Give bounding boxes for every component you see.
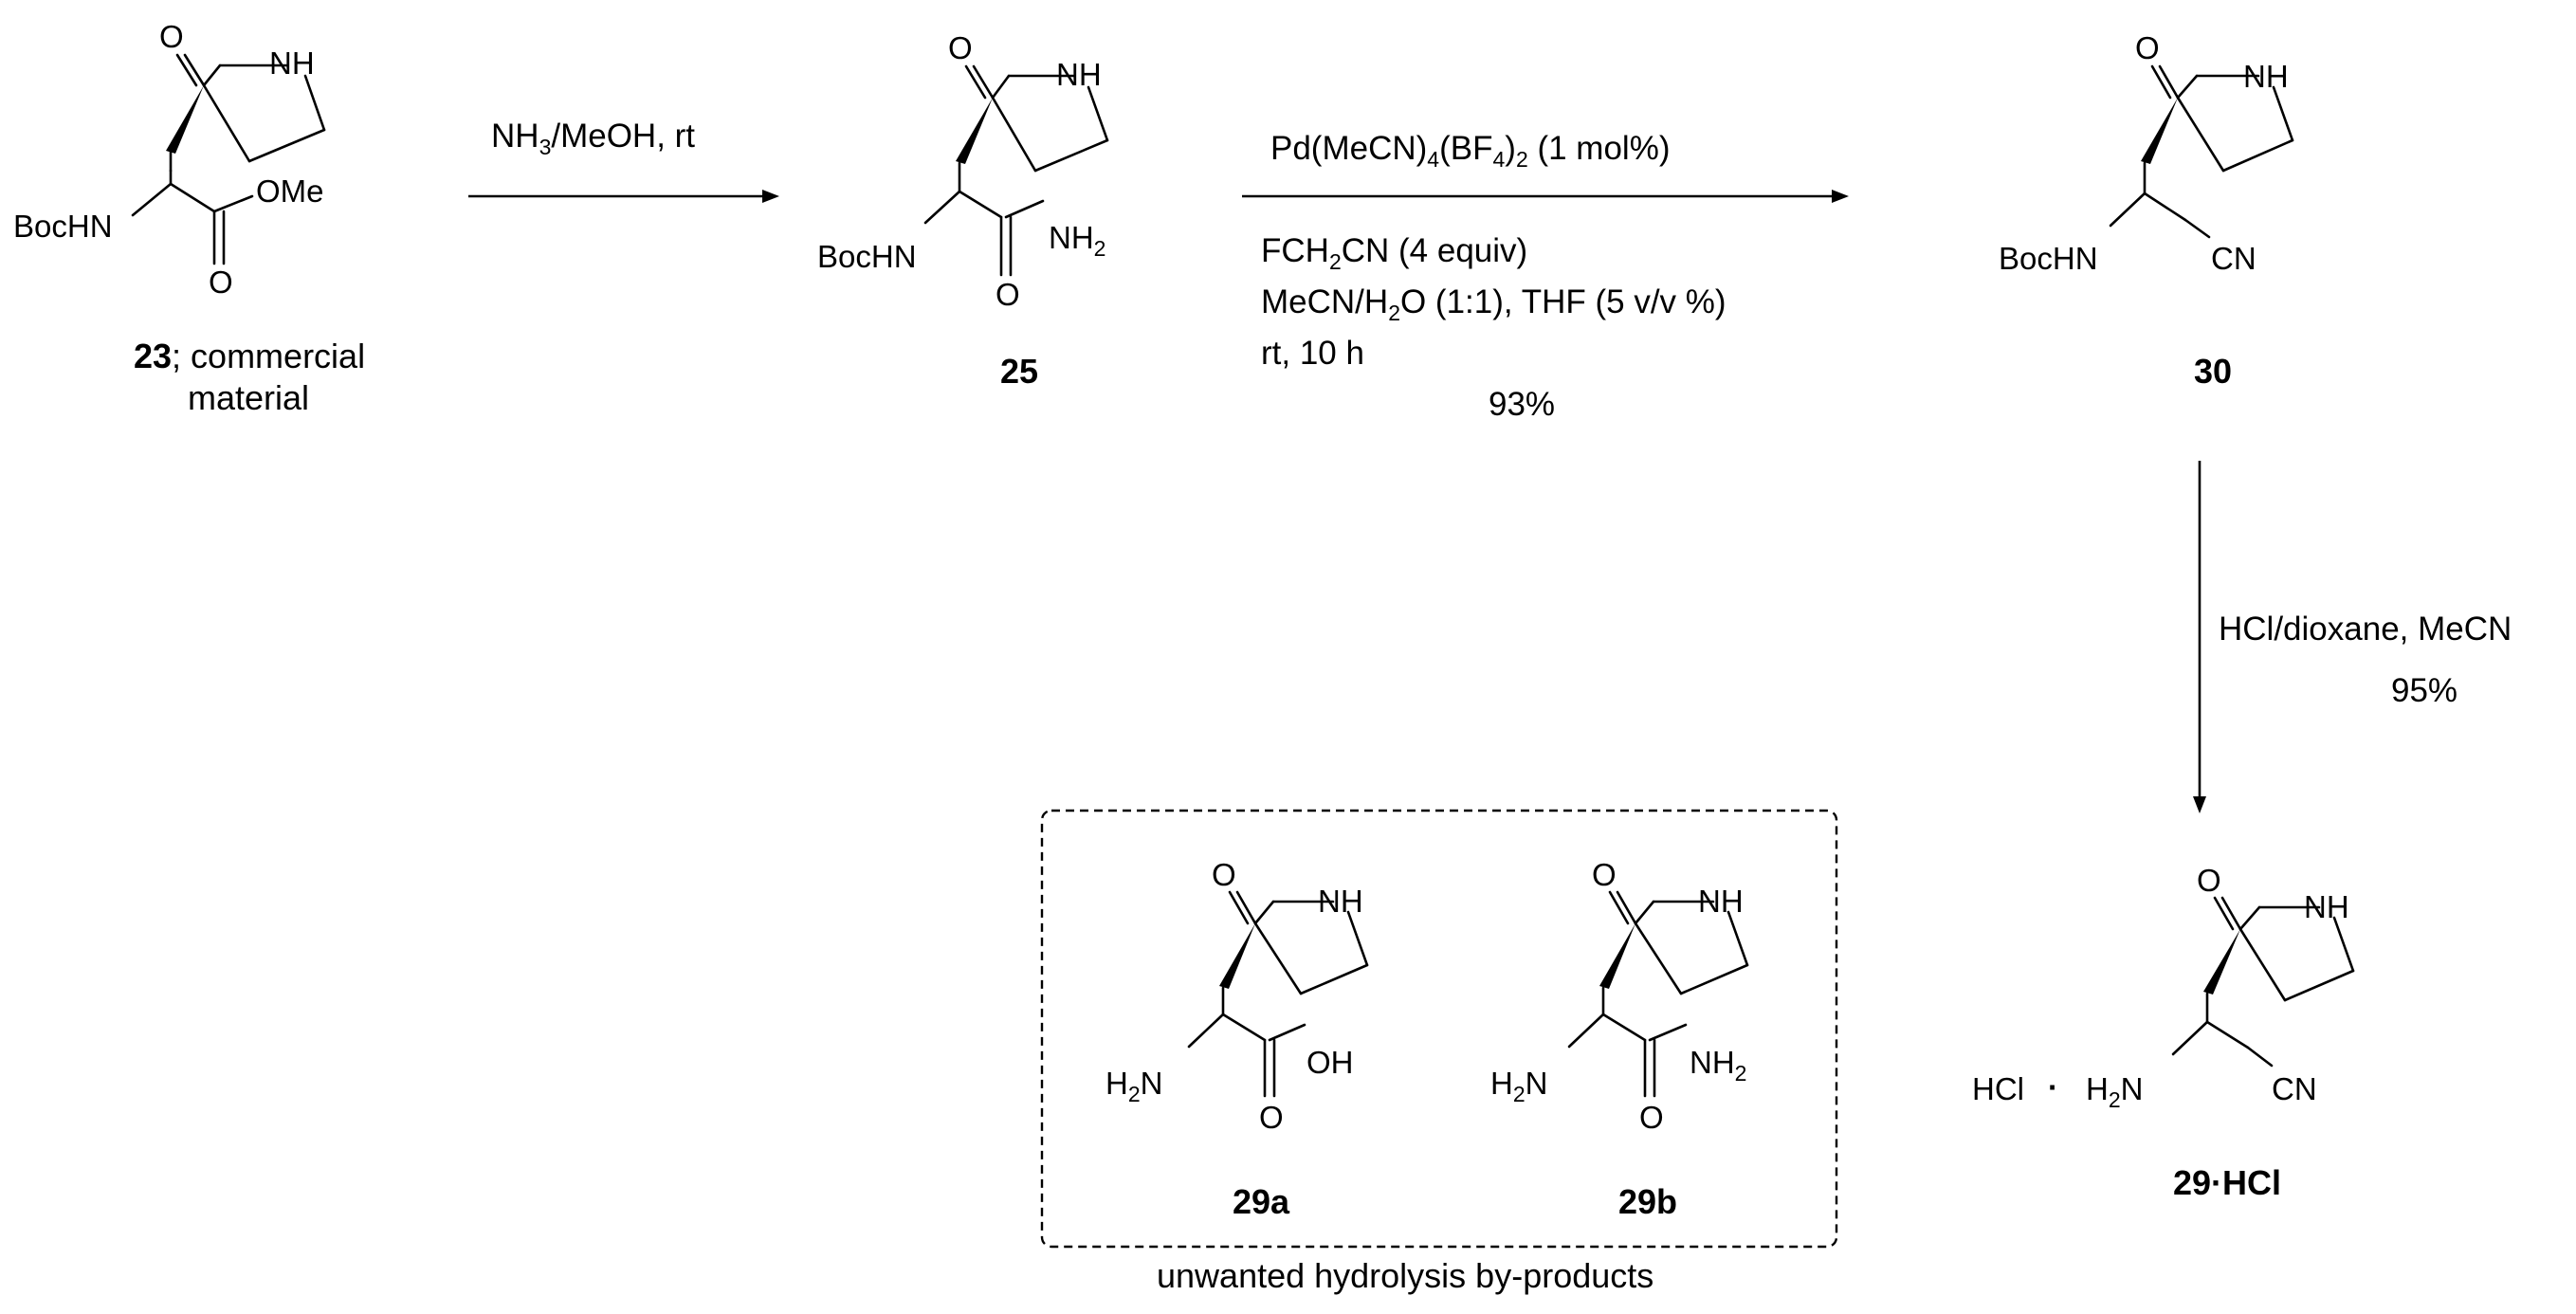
- byproducts-box: O NH H2N OH O 29a O NH H2N NH2: [1040, 809, 1838, 1295]
- lactam-nh: NH: [1698, 884, 1744, 919]
- step1-reagent: NH3/MeOH, rt: [491, 118, 695, 159]
- compound-29a-label: 29a: [1233, 1182, 1290, 1221]
- compound-29b-label: 29b: [1618, 1182, 1677, 1221]
- lactam-nh: NH: [2243, 59, 2289, 94]
- reaction-arrow-2: Pd(MeCN)4(BF4)2 (1 mol%) FCH2CN (4 equiv…: [1242, 130, 1849, 423]
- lactam-nh: NH: [269, 46, 315, 81]
- amide-oxygen: O: [1639, 1100, 1664, 1135]
- compound-23: O NH BocHN OMe O 23; commercial material: [13, 19, 365, 417]
- wedge-bond: [166, 85, 204, 154]
- methoxy: OMe: [256, 173, 324, 209]
- step3-reagent: HCl/dioxane, MeCN: [2219, 611, 2512, 648]
- carbonyl-oxygen: O: [2135, 30, 2160, 65]
- amide-oxygen: O: [996, 277, 1020, 312]
- compound-note: ; commercial: [172, 337, 365, 375]
- amine-h2n: H2N: [1490, 1066, 1547, 1106]
- compound-29a: O NH H2N OH O 29a: [1105, 857, 1369, 1221]
- step2-reagent-line3: rt, 10 h: [1261, 335, 1364, 372]
- step2-yield: 93%: [1489, 386, 1555, 423]
- boc-amine: BocHN: [817, 239, 917, 274]
- nitrile: CN: [2272, 1071, 2317, 1106]
- carbonyl-oxygen: O: [1592, 857, 1617, 892]
- amide-nh2: NH2: [1690, 1045, 1746, 1086]
- compound-23-label: 23; commercial: [134, 337, 365, 375]
- carbonyl-oxygen: O: [159, 19, 184, 54]
- ester-oxygen: O: [209, 265, 233, 300]
- salt-dot: ·: [2048, 1069, 2058, 1104]
- pyrrolidinone-ring: [175, 53, 326, 163]
- byproducts-caption: unwanted hydrolysis by-products: [1157, 1256, 1653, 1295]
- acid-oxygen: O: [1259, 1100, 1284, 1135]
- carbonyl-oxygen: O: [948, 30, 973, 65]
- carbonyl-oxygen: O: [2197, 863, 2221, 898]
- reaction-arrow-1: NH3/MeOH, rt: [468, 118, 779, 203]
- lactam-nh: NH: [2304, 889, 2349, 924]
- compound-29-hcl-label: 29·HCl: [2173, 1163, 2281, 1202]
- compound-25: O NH BocHN NH2 O 25: [817, 30, 1109, 391]
- acid-oh: OH: [1306, 1045, 1354, 1080]
- hcl-salt: HCl: [1972, 1071, 2024, 1106]
- compound-29-hcl: O NH HCl · H2N CN 29·HCl: [1972, 863, 2355, 1202]
- compound-number: 23: [134, 337, 172, 375]
- amine-h2n: H2N: [1105, 1066, 1162, 1106]
- compound-30: O NH BocHN CN 30: [1999, 30, 2294, 391]
- amine-h2n: H2N: [2086, 1071, 2143, 1112]
- carbonyl-oxygen: O: [1212, 857, 1236, 892]
- step2-catalyst: Pd(MeCN)4(BF4)2 (1 mol%): [1270, 130, 1670, 172]
- boc-amine: BocHN: [13, 209, 113, 244]
- compound-note-line2: material: [188, 378, 309, 417]
- nitrile: CN: [2211, 241, 2256, 276]
- compound-25-label: 25: [1000, 352, 1038, 391]
- lactam-nh: NH: [1056, 57, 1102, 92]
- step2-reagent-line2: MeCN/H2O (1:1), THF (5 v/v %): [1261, 283, 1726, 325]
- reaction-arrow-3: HCl/dioxane, MeCN 95%: [2193, 461, 2512, 813]
- step3-yield: 95%: [2391, 672, 2457, 709]
- compound-30-label: 30: [2194, 352, 2232, 391]
- boc-amine: BocHN: [1999, 241, 2098, 276]
- lactam-nh: NH: [1318, 884, 1363, 919]
- compound-29b: O NH H2N NH2 O 29b: [1490, 857, 1749, 1221]
- step2-reagent-line1: FCH2CN (4 equiv): [1261, 232, 1527, 274]
- amide-nh2: NH2: [1049, 220, 1105, 261]
